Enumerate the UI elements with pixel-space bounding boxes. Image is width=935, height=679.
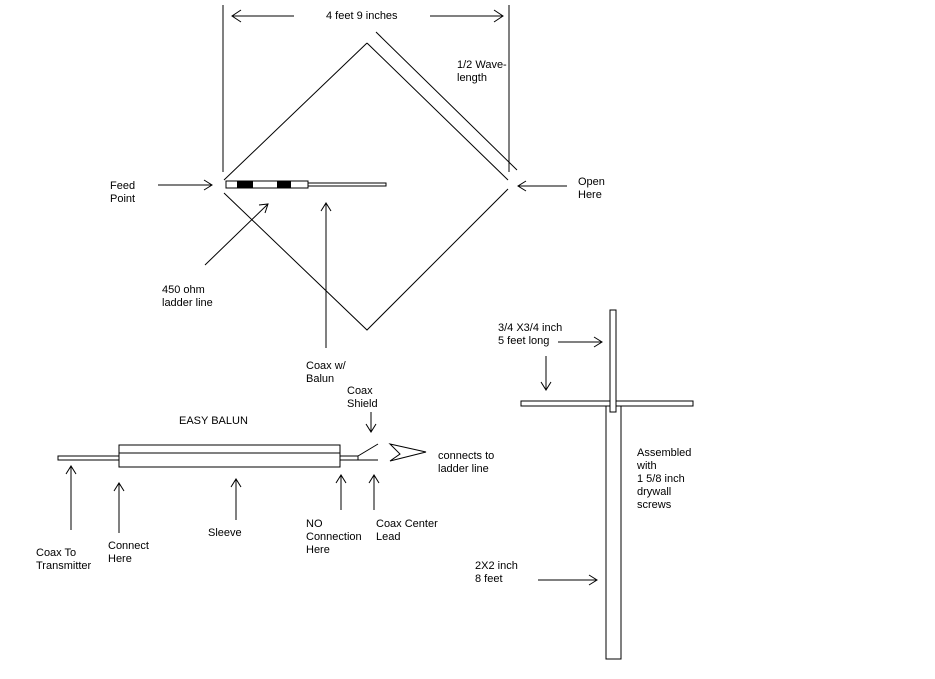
- coax-shield-label-1: Coax: [347, 385, 373, 397]
- vertical-spreader: [609, 309, 617, 413]
- coax-to-tx-arrowhead: [65, 465, 77, 475]
- crossbar-label-2: 5 feet long: [498, 335, 549, 347]
- easy-balun-drawing: [57, 443, 379, 468]
- assembled-label-2: with: [636, 460, 657, 472]
- loop-wire-upper-left: [223, 42, 368, 181]
- coax-shield-label-2: Shield: [347, 398, 378, 410]
- easy-balun-title: EASY BALUN: [179, 415, 248, 427]
- loop-wire-lower: [223, 188, 509, 331]
- balun-band-2: [277, 181, 291, 188]
- coax-balun-arrowhead: [320, 202, 332, 212]
- half-wave-label-2: length: [457, 72, 487, 84]
- coax-center-lead: [307, 182, 387, 187]
- sleeve-label: Sleeve: [208, 527, 242, 539]
- loop-antenna: [223, 31, 518, 331]
- ladder-line-label-1: 450 ohm: [162, 284, 205, 296]
- ladder-line-label-2: ladder line: [162, 297, 213, 309]
- dimension-width-label: 4 feet 9 inches: [326, 10, 398, 22]
- half-wave-label-1: 1/2 Wave-: [457, 59, 507, 71]
- balun-band-1: [237, 181, 253, 188]
- loop-wire-upper-right-inner: [366, 42, 509, 181]
- feed-coax-balun: [225, 180, 387, 189]
- center-lead-label-1: Coax Center: [376, 518, 438, 530]
- assembled-label-1: Assembled: [637, 447, 691, 459]
- connects-label-1: connects to: [438, 450, 494, 462]
- coax-to-tx-label-2: Transmitter: [36, 560, 92, 572]
- coax-shield-arrowhead: [365, 423, 377, 433]
- no-connection-label-1: NO: [306, 518, 323, 530]
- mast-label-2: 8 feet: [475, 573, 503, 585]
- feed-point-label-1: Feed: [110, 180, 135, 192]
- connect-here-arrowhead: [113, 482, 125, 492]
- connects-arrowhead: [388, 443, 427, 462]
- mast-2x2: [605, 403, 622, 660]
- coax-shield-lead: [357, 443, 379, 457]
- assembled-label-4: drywall: [637, 486, 671, 498]
- loop-wire-upper-right-outer: [375, 31, 518, 171]
- open-here-label-2: Here: [578, 189, 602, 201]
- feed-point-arrowhead: [203, 179, 213, 191]
- assembled-label-3: 1 5/8 inch: [637, 473, 685, 485]
- ladder-line-arrow: [204, 203, 269, 266]
- connects-label-2: ladder line: [438, 463, 489, 475]
- no-connection-label-2: Connection: [306, 531, 362, 543]
- crossbar-arrowhead-right: [593, 336, 603, 348]
- connect-here-label-2: Here: [108, 553, 132, 565]
- crossbar-label-1: 3/4 X3/4 inch: [498, 322, 562, 334]
- mast-label-1: 2X2 inch: [475, 560, 518, 572]
- open-here-arrowhead: [517, 180, 527, 192]
- coax-balun-label-1: Coax w/: [306, 360, 347, 372]
- crossbar-3-4: [520, 400, 694, 407]
- mast-arrowhead: [588, 574, 598, 586]
- support-frame: [520, 309, 694, 660]
- crossbar-arrowhead-down: [540, 381, 552, 391]
- connect-here-label-1: Connect: [108, 540, 149, 552]
- open-here-label-1: Open: [578, 176, 605, 188]
- assembled-label-5: screws: [637, 499, 672, 511]
- center-lead-label-2: Lead: [376, 531, 400, 543]
- width-dimension: 4 feet 9 inches: [222, 5, 510, 172]
- no-connection-label-3: Here: [306, 544, 330, 556]
- coax-to-tx-label-1: Coax To: [36, 547, 76, 559]
- no-connection-arrowhead: [335, 474, 347, 484]
- dimension-right-arrowhead: [493, 9, 504, 23]
- center-lead-arrowhead: [368, 474, 380, 484]
- dimension-left-arrowhead: [231, 9, 242, 23]
- ladder-line-arrowhead: [258, 203, 269, 214]
- feed-point-label-2: Point: [110, 193, 135, 205]
- coax-balun-label-2: Balun: [306, 373, 334, 385]
- balun-sleeve: [118, 444, 341, 468]
- sleeve-arrowhead: [230, 478, 242, 488]
